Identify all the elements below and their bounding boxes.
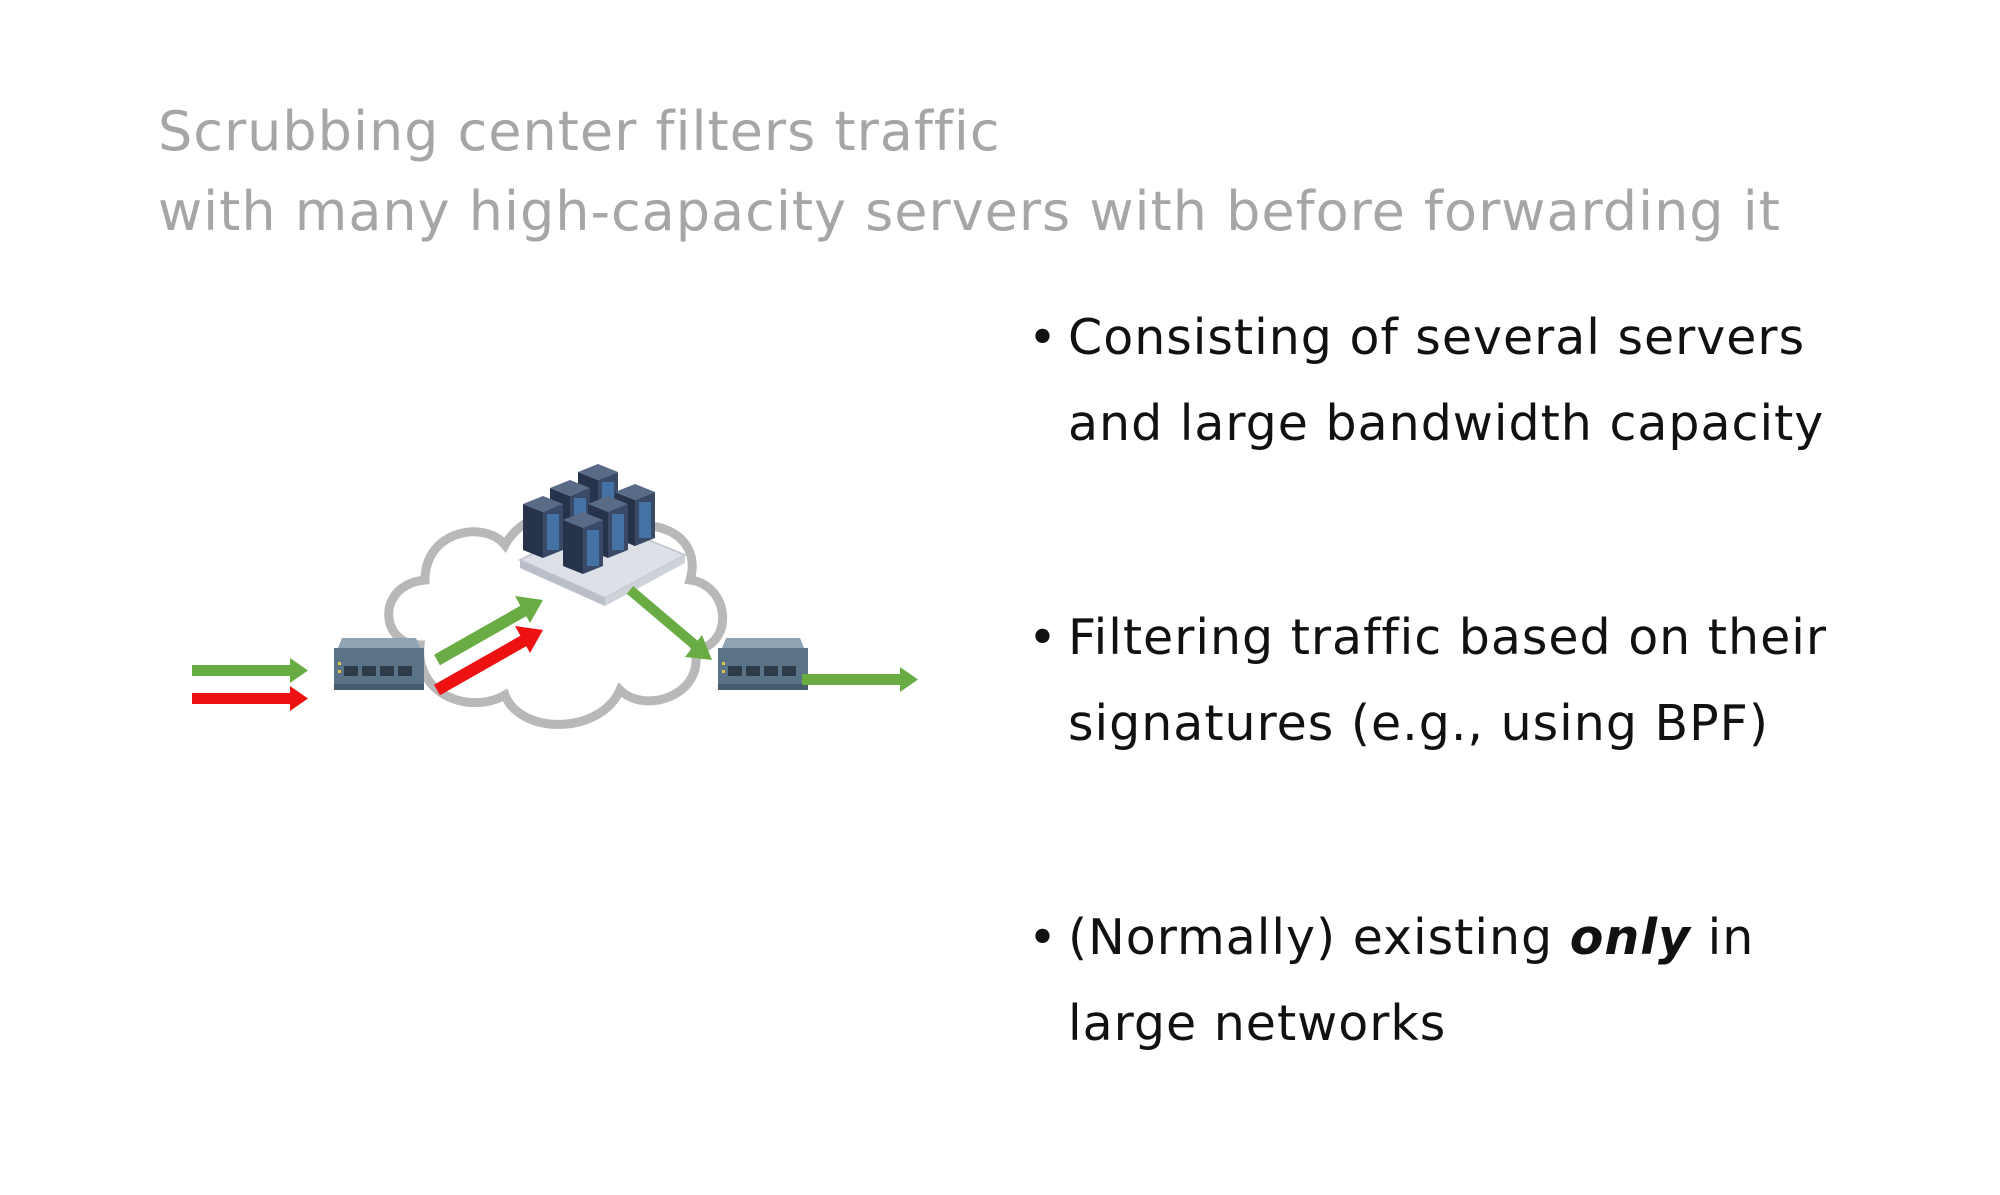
incoming-legit-arrow [192, 658, 308, 683]
scrubbing-diagram [180, 460, 940, 820]
bullet-3-emphasis: only [1569, 909, 1691, 966]
bullet-1-line-1: Consisting of several servers [1068, 309, 1806, 366]
title-line-2: with many high-capacity servers with bef… [158, 180, 1781, 243]
slide-title: Scrubbing center filters traffic with ma… [158, 92, 1958, 252]
from-scrubber-legit-arrow [626, 586, 712, 660]
outgoing-legit-arrow [802, 667, 918, 692]
title-line-1: Scrubbing center filters traffic [158, 100, 1001, 163]
bullet-1-line-2: and large bandwidth capacity [1068, 395, 1825, 452]
bullet-marker: • [1028, 609, 1058, 666]
bullet-list: • Consisting of several servers and larg… [1028, 295, 1968, 1195]
bullet-marker: • [1028, 309, 1058, 366]
bullet-item: • Filtering traffic based on their signa… [1028, 595, 1968, 767]
router-icon [334, 638, 424, 690]
to-scrubber-attack-arrow [434, 626, 543, 696]
incoming-attack-arrow [192, 686, 308, 711]
bullet-3-line-1: (Normally) existing only in [1068, 895, 1968, 981]
router-icon [718, 638, 808, 690]
bullet-3-pre: (Normally) existing [1068, 909, 1570, 966]
bullet-item: • (Normally) existing only in large netw… [1028, 895, 1968, 1067]
bullet-2-line-1: Filtering traffic based on their [1068, 609, 1827, 666]
to-scrubber-legit-arrow [434, 596, 543, 666]
bullet-3-post: in [1691, 909, 1755, 966]
bullet-3-line-2: large networks [1068, 995, 1447, 1052]
bullet-item: • Consisting of several servers and larg… [1028, 295, 1968, 467]
bullet-marker: • [1028, 909, 1058, 966]
server-cluster-icon [517, 464, 688, 606]
bullet-2-line-2: signatures (e.g., using BPF) [1068, 695, 1769, 752]
